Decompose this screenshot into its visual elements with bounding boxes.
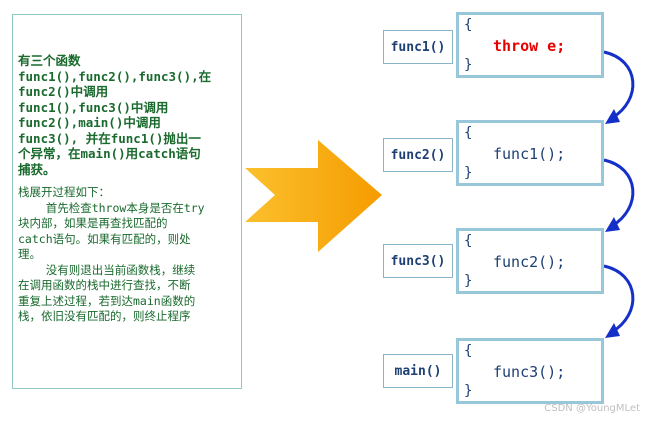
unwind-curve-2 [603,158,635,232]
watermark: CSDN @YoungMLet [544,403,640,414]
frame-label-func1: func1() [383,30,453,64]
process-step-1: 首先检查throw本身是否在try 块内部，如果是再查找匹配的 catch语句。… [18,200,205,262]
scenario-description: 有三个函数 func1(),func2(),func3(),在 func2()中… [18,53,212,177]
close-brace: } [464,383,473,399]
call-statement: func1(); [493,145,566,163]
frame-label-main: main() [383,354,453,388]
open-brace: { [464,125,473,141]
process-step-2: 没有则退出当前函数栈，继续 在调用函数的栈中进行查找，不断 重复上述过程，若到达… [18,262,196,324]
call-statement: func3(); [493,363,566,381]
stack-frame-func1: { throw e; } [456,12,604,78]
frame-label-func3: func3() [383,244,453,278]
stack-frame-main: { func3(); } [456,338,604,404]
unwind-curve-1 [603,50,635,124]
open-brace: { [464,233,473,249]
throw-statement: throw e; [493,37,566,55]
open-brace: { [464,17,473,33]
stack-frame-func3: { func2(); } [456,228,604,294]
call-statement: func2(); [493,253,566,271]
unwind-curve-3 [603,264,635,338]
close-brace: } [464,57,473,73]
stack-frame-func2: { func1(); } [456,120,604,186]
process-title: 栈展开过程如下： [18,185,110,199]
description-panel: 有三个函数 func1(),func2(),func3(),在 func2()中… [12,14,242,389]
frame-label-func2: func2() [383,138,453,172]
close-brace: } [464,273,473,289]
open-brace: { [464,343,473,359]
close-brace: } [464,165,473,181]
big-orange-arrow [245,140,382,252]
